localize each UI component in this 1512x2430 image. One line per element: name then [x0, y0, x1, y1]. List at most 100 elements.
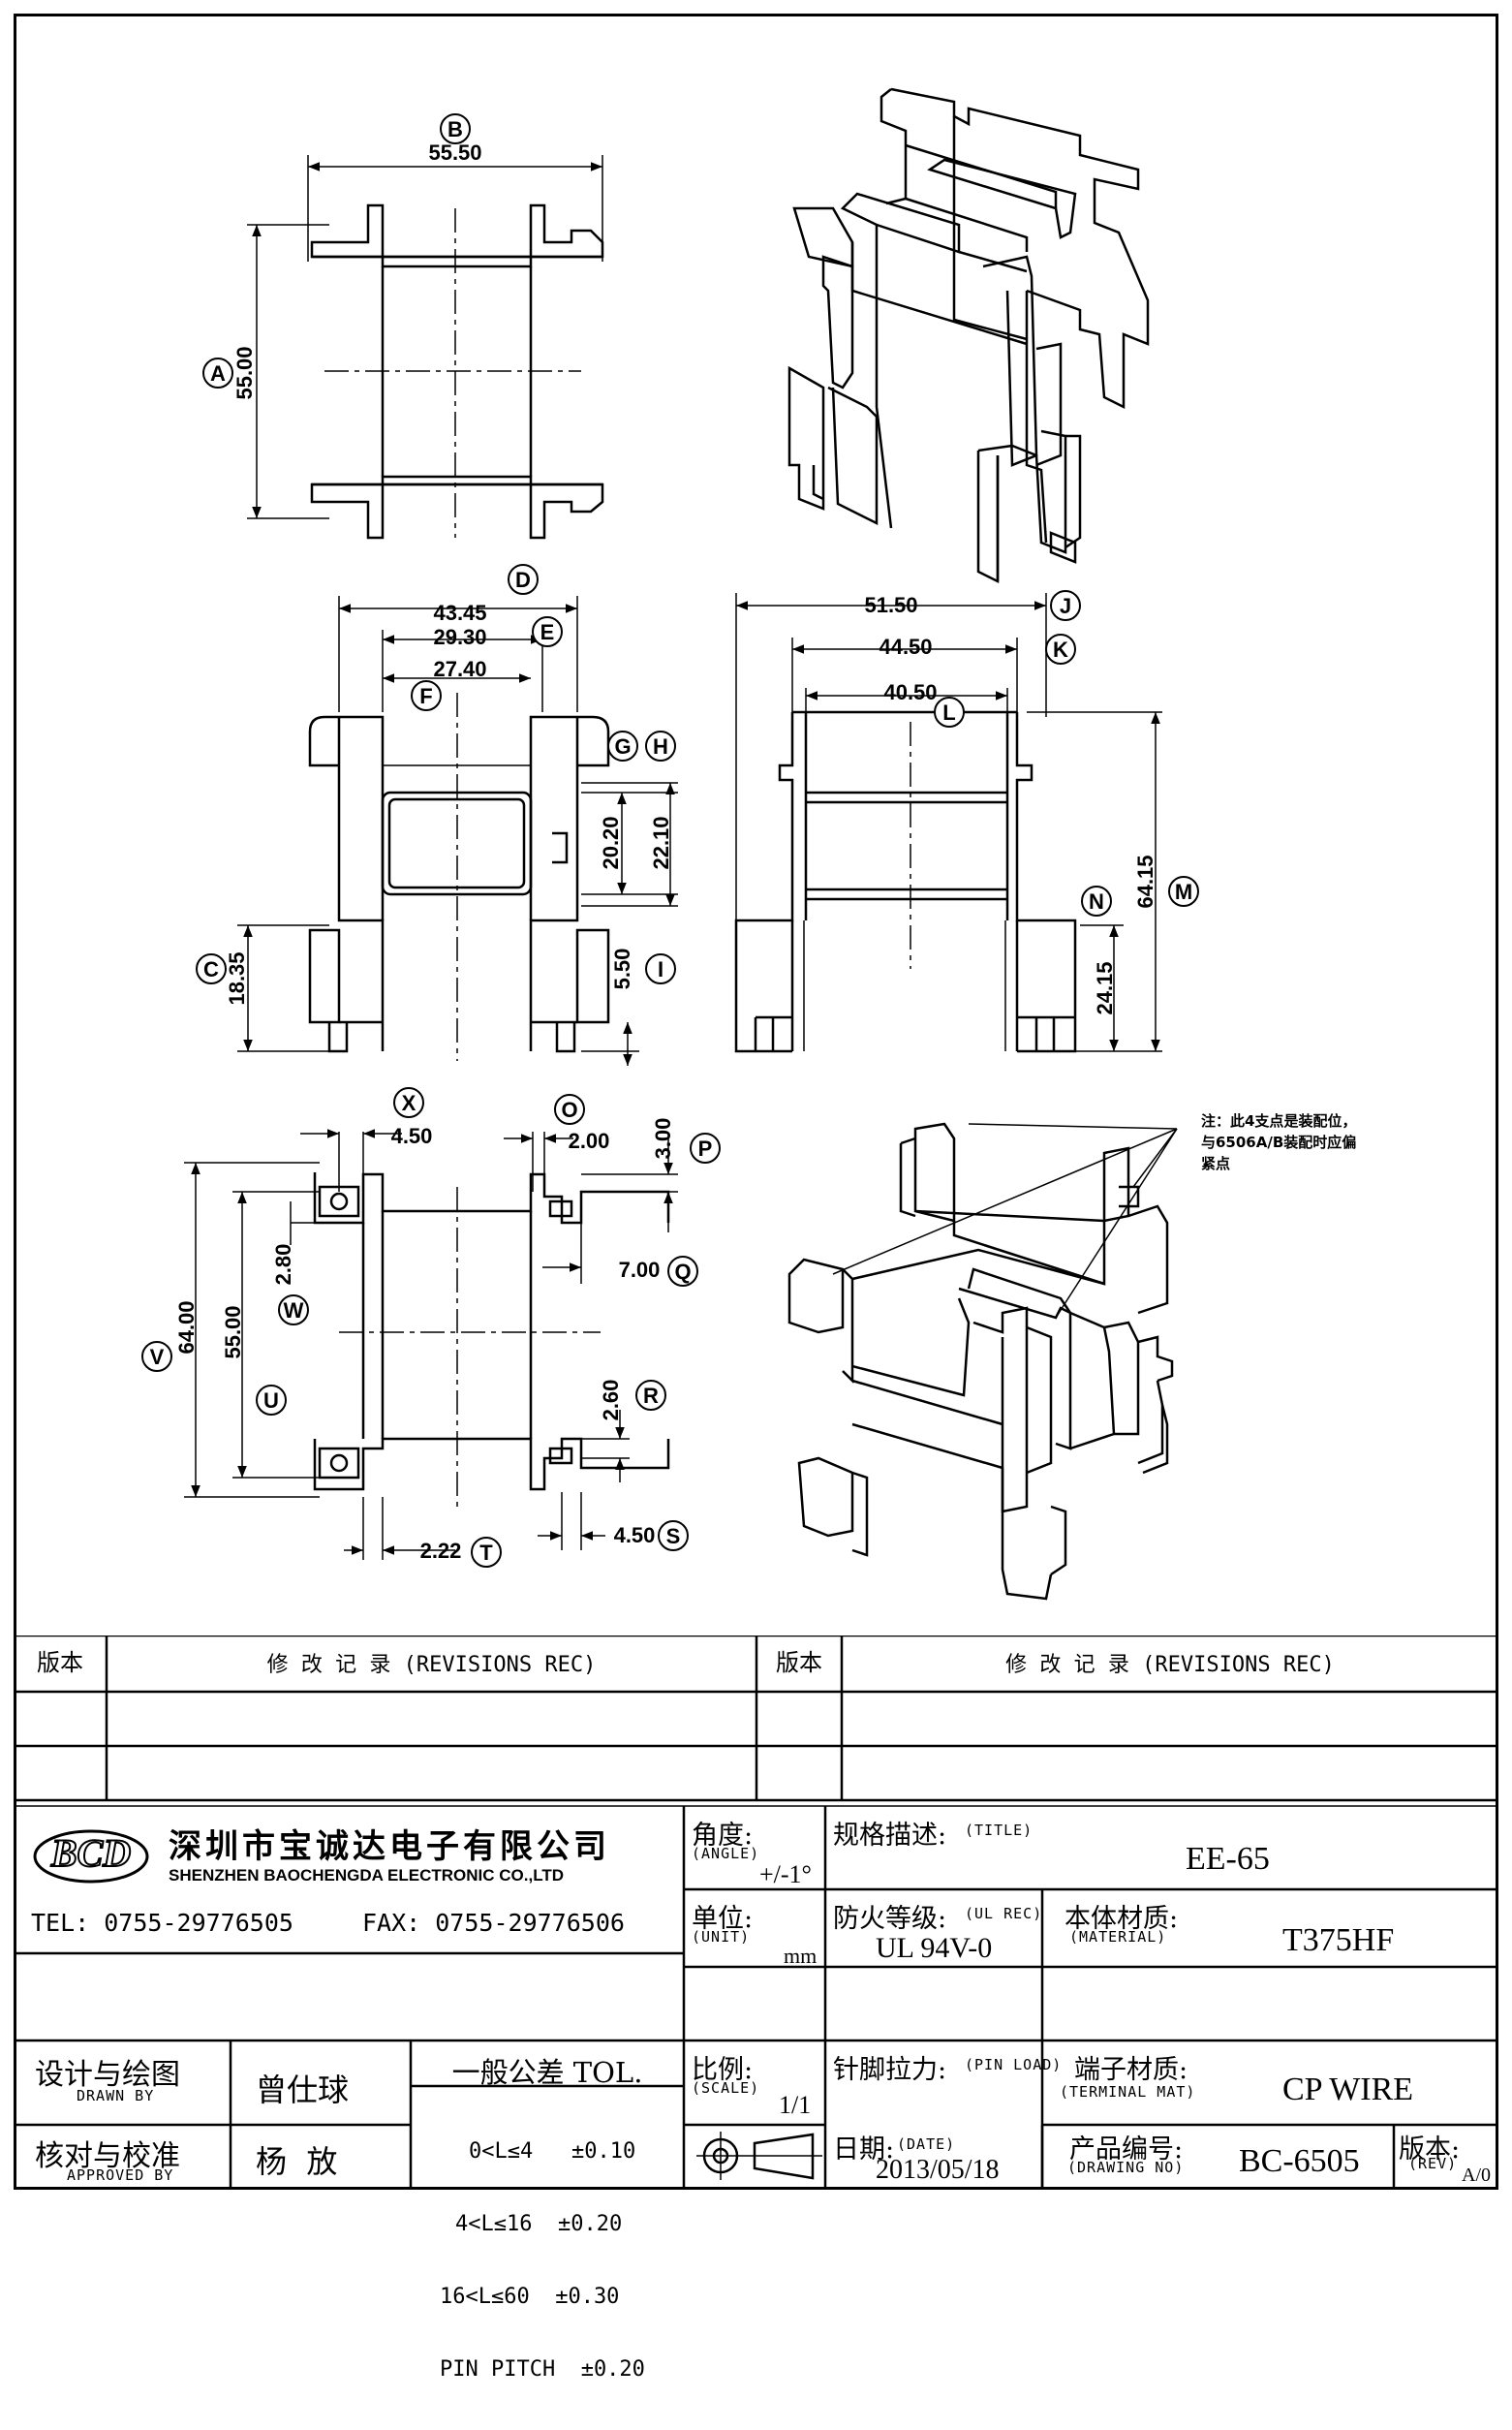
tolerance-title: 一般公差 TOL.: [451, 2056, 643, 2089]
dim-a-value: 55.00: [232, 346, 257, 399]
dim-label-text-u: U: [263, 1388, 279, 1413]
top-view: 55.50 55.00: [232, 140, 604, 540]
unit-label: 单位:: [692, 1904, 754, 1934]
dim-label-text-a: A: [210, 361, 226, 386]
material-label-en: (MATERIAL): [1069, 1928, 1167, 1946]
tolerance-row-1: 0<L≤4 ±0.10: [469, 2139, 636, 2164]
tolerance-rows: 0<L≤4 ±0.10 4<L≤16 ±0.20 16<L≤60 ±0.30 P…: [440, 2091, 645, 2430]
dim-p-value: 3.00: [651, 1118, 675, 1160]
scale-label-en: (SCALE): [692, 2079, 760, 2097]
dim-r-value: 2.60: [599, 1380, 623, 1421]
designer-label-en: DRAWN BY: [77, 2087, 155, 2104]
dim-o-value: 2.00: [569, 1129, 610, 1153]
title-label-en: (TITLE): [965, 1822, 1034, 1839]
dim-d-value: 43.45: [433, 601, 486, 625]
dim-label-text-e: E: [540, 620, 555, 644]
dim-label-r: R: [635, 1380, 666, 1411]
title-value: EE-65: [1186, 1841, 1270, 1877]
dim-label-text-k: K: [1053, 638, 1068, 662]
angle-label-en: (ANGLE): [692, 1845, 760, 1862]
drawing-no-label-en: (DRAWING NO): [1067, 2159, 1185, 2176]
pin-load-label: 针脚拉力:: [833, 2055, 947, 2085]
title-block-grid: [14, 1636, 1498, 2190]
dim-label-i: I: [645, 953, 676, 984]
terminal-label: 端子材质:: [1074, 2055, 1188, 2085]
side-view: 51.50 44.50 40.50 64.15: [734, 593, 1162, 1053]
assembly-note: 注：此4支点是装配位， 与6506A/B装配时应偏 紧点: [1201, 1110, 1356, 1174]
technical-drawing: 55.50 55.00 43.45 29.30: [141, 87, 1199, 1601]
checker-name: 杨 放: [256, 2143, 338, 2180]
rev-records-header-left: 修 改 记 录 (REVISIONS REC): [266, 1653, 597, 1677]
revision-label-en: (REV): [1408, 2155, 1458, 2172]
dim-h-value: 22.10: [649, 816, 673, 869]
title-label: 规格描述:: [833, 1821, 947, 1851]
designer-label: 设计与绘图: [35, 2058, 180, 2092]
dim-j-value: 51.50: [864, 593, 917, 617]
drawing-no-value: BC-6505: [1239, 2143, 1360, 2179]
dim-label-text-s: S: [666, 1524, 681, 1548]
dim-t-value: 2.22: [420, 1539, 462, 1563]
scale-label: 比例:: [692, 2055, 754, 2085]
dim-label-text-g: G: [614, 734, 631, 759]
pin-load-label-en: (PIN LOAD): [965, 2056, 1063, 2073]
dim-label-e: E: [532, 616, 563, 647]
svg-text:BCD: BCD: [50, 1831, 131, 1875]
drawing-sheet-border: [14, 14, 1498, 2190]
note-line-1: 注：此4支点是装配位，: [1201, 1112, 1357, 1130]
ul-label: 防火等级:: [833, 1904, 947, 1934]
dim-label-text-t: T: [479, 1541, 493, 1565]
isometric-view-bottom: [787, 1122, 1174, 1601]
tolerance-row-2: 4<L≤16 ±0.20: [455, 2212, 623, 2236]
dim-label-text-x: X: [402, 1091, 417, 1115]
dim-m-value: 64.15: [1133, 855, 1157, 908]
company-name-cn: 深圳市宝诚达电子有限公司: [169, 1827, 610, 1866]
dim-x-value: 4.50: [391, 1124, 433, 1148]
dim-label-q: Q: [667, 1256, 698, 1287]
dim-label-text-v: V: [150, 1345, 165, 1369]
dim-label-text-j: J: [1060, 594, 1071, 618]
dim-s-value: 4.50: [614, 1523, 656, 1547]
dim-label-text-d: D: [515, 568, 531, 592]
dim-label-w: W: [278, 1294, 309, 1325]
date-label-en: (DATE): [897, 2135, 956, 2153]
dim-label-text-p: P: [698, 1137, 713, 1161]
unit-label-en: (UNIT): [692, 1928, 751, 1946]
dim-label-text-i: I: [658, 957, 663, 981]
isometric-view-top: [787, 87, 1150, 584]
dim-label-k: K: [1045, 634, 1076, 665]
dim-label-h: H: [645, 731, 676, 762]
checker-label: 核对与校准: [35, 2139, 180, 2173]
ul-value: UL 94V-0: [876, 1932, 993, 1964]
dim-e-value: 29.30: [433, 625, 486, 649]
rev-version-header-left: 版本: [37, 1649, 83, 1676]
dim-label-m: M: [1168, 876, 1199, 907]
bottom-view: 4.50 2.00 3.00 7.00 64.0: [174, 1118, 678, 1563]
note-line-3: 紧点: [1201, 1155, 1231, 1172]
dim-n-value: 24.15: [1093, 961, 1117, 1014]
dim-u-value: 55.00: [221, 1305, 245, 1358]
angle-label: 角度:: [692, 1821, 754, 1851]
dim-label-text-o: O: [561, 1098, 577, 1122]
terminal-value: CP WIRE: [1282, 2072, 1414, 2107]
revision-value: A/0: [1462, 2165, 1491, 2186]
revision-label: 版本:: [1399, 2134, 1461, 2165]
dim-label-p: P: [690, 1133, 721, 1164]
dim-b-value: 55.50: [428, 140, 481, 165]
dim-label-text-q: Q: [674, 1260, 691, 1284]
date-label: 日期:: [833, 2134, 895, 2165]
dim-label-text-c: C: [203, 957, 219, 981]
dim-label-v: V: [141, 1341, 172, 1372]
dim-label-d: D: [508, 564, 539, 595]
bcd-logo-icon: BCD: [33, 1829, 149, 1884]
dim-label-a: A: [202, 358, 233, 389]
dim-label-n: N: [1081, 886, 1112, 917]
dim-label-j: J: [1050, 590, 1081, 621]
dim-w-value: 2.80: [271, 1244, 295, 1286]
dim-label-text-m: M: [1175, 880, 1192, 904]
dim-i-value: 5.50: [610, 949, 634, 990]
dim-label-t: T: [471, 1537, 502, 1568]
dim-label-c: C: [196, 953, 227, 984]
company-name-en: SHENZHEN BAOCHENGDA ELECTRONIC CO.,LTD: [169, 1866, 564, 1885]
dim-k-value: 44.50: [879, 635, 932, 659]
